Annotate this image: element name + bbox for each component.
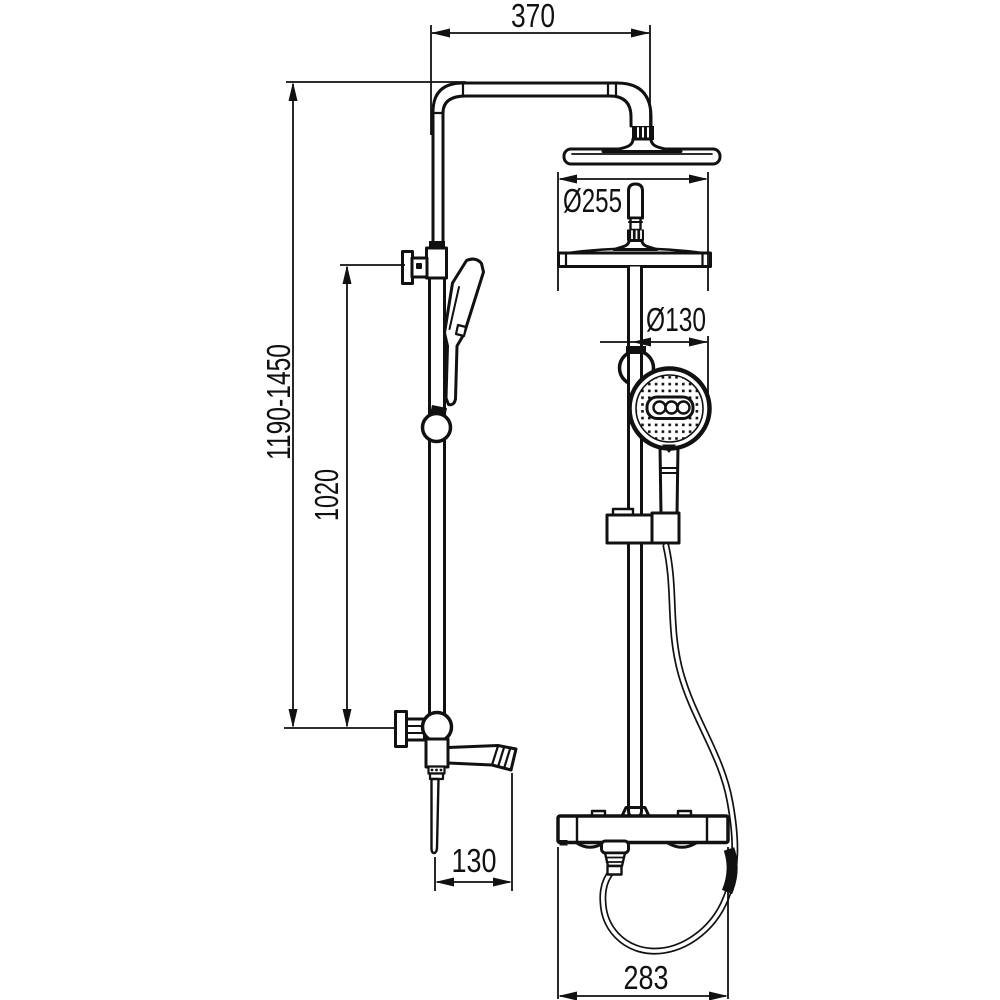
hand-shower-clip-detail: [454, 323, 468, 338]
arrow-right: [689, 337, 708, 347]
slider-knob-side: [420, 411, 453, 444]
dim-spout-length: 130: [434, 773, 513, 891]
spray-mode-button-2: [664, 400, 679, 415]
slider-clip-front: [626, 346, 646, 354]
overhead-flange-side: [601, 137, 683, 153]
dim-label-arm-reach: 370: [511, 0, 555, 34]
top-bracket-screw: [416, 263, 422, 269]
arrow-right: [493, 877, 512, 887]
spray-mode-button-3: [676, 400, 691, 415]
dim-label-overhead-diameter: Ø255: [563, 182, 622, 219]
dim-label-handshower-diameter: Ø130: [646, 301, 706, 338]
hose-outlet-cup: [600, 839, 630, 855]
arrow-left: [558, 174, 577, 184]
riser-dark-ring: [429, 241, 445, 248]
overhead-disc-front: [557, 251, 712, 268]
arrow-right: [631, 28, 650, 38]
spray-mode-button-1: [652, 400, 667, 415]
arrow-right: [709, 991, 728, 1000]
arrow-left: [558, 991, 577, 1000]
bottom-wall-plate: [394, 710, 408, 748]
dim-bar-width: 283: [557, 847, 729, 1000]
arrow-left: [431, 28, 450, 38]
thermostatic-bar: [556, 814, 730, 845]
arm-end-front: [627, 182, 644, 220]
wall-escutcheon-right: [665, 841, 699, 849]
hand-shower-face-line: [448, 286, 460, 330]
dim-overhead-diameter: Ø255: [557, 172, 709, 291]
holder-block-left: [605, 513, 654, 545]
arrow-right: [689, 174, 708, 184]
arrow-left: [435, 877, 454, 887]
bar-end-detail: [559, 840, 568, 846]
shower-arm-outline-inner: [441, 94, 633, 243]
dim-rail-height: 1020: [308, 264, 405, 728]
overhead-flange-front: [612, 239, 659, 251]
arm-neck-front: [629, 216, 642, 232]
swivel-nut-front: [627, 229, 644, 241]
dim-handshower-diameter: Ø130: [600, 301, 709, 400]
arrow-up: [288, 82, 298, 101]
hose-outlet-block: [606, 864, 623, 876]
arrow-down: [288, 709, 298, 728]
holder-notch: [662, 444, 676, 453]
dimensions: 370 1190-1450 1020 Ø255: [260, 0, 729, 1000]
riser-coupling-nut: [425, 246, 448, 280]
hose-outlet-cone: [603, 851, 627, 868]
side-view: [394, 81, 722, 855]
shower-hose-outer: [599, 542, 739, 955]
dim-label-spout-length: 130: [452, 842, 497, 879]
holder-block-right: [650, 511, 681, 545]
dim-label-rail-height: 1020: [308, 469, 345, 521]
front-view: [556, 182, 739, 955]
valve-lever-handle: [430, 777, 440, 855]
dim-height-range: 1190-1450: [260, 81, 466, 729]
dim-label-bar-width: 283: [624, 959, 669, 996]
valve-ball-joint: [420, 710, 454, 744]
hand-shower-handle-front: [658, 444, 680, 517]
dim-label-height-range: 1190-1450: [260, 344, 297, 460]
dim-arm-reach: 370: [430, 0, 651, 135]
arrow-left: [632, 337, 651, 347]
arrow-down: [342, 709, 352, 728]
arrow-up: [342, 265, 352, 284]
valve-body: [424, 737, 450, 769]
